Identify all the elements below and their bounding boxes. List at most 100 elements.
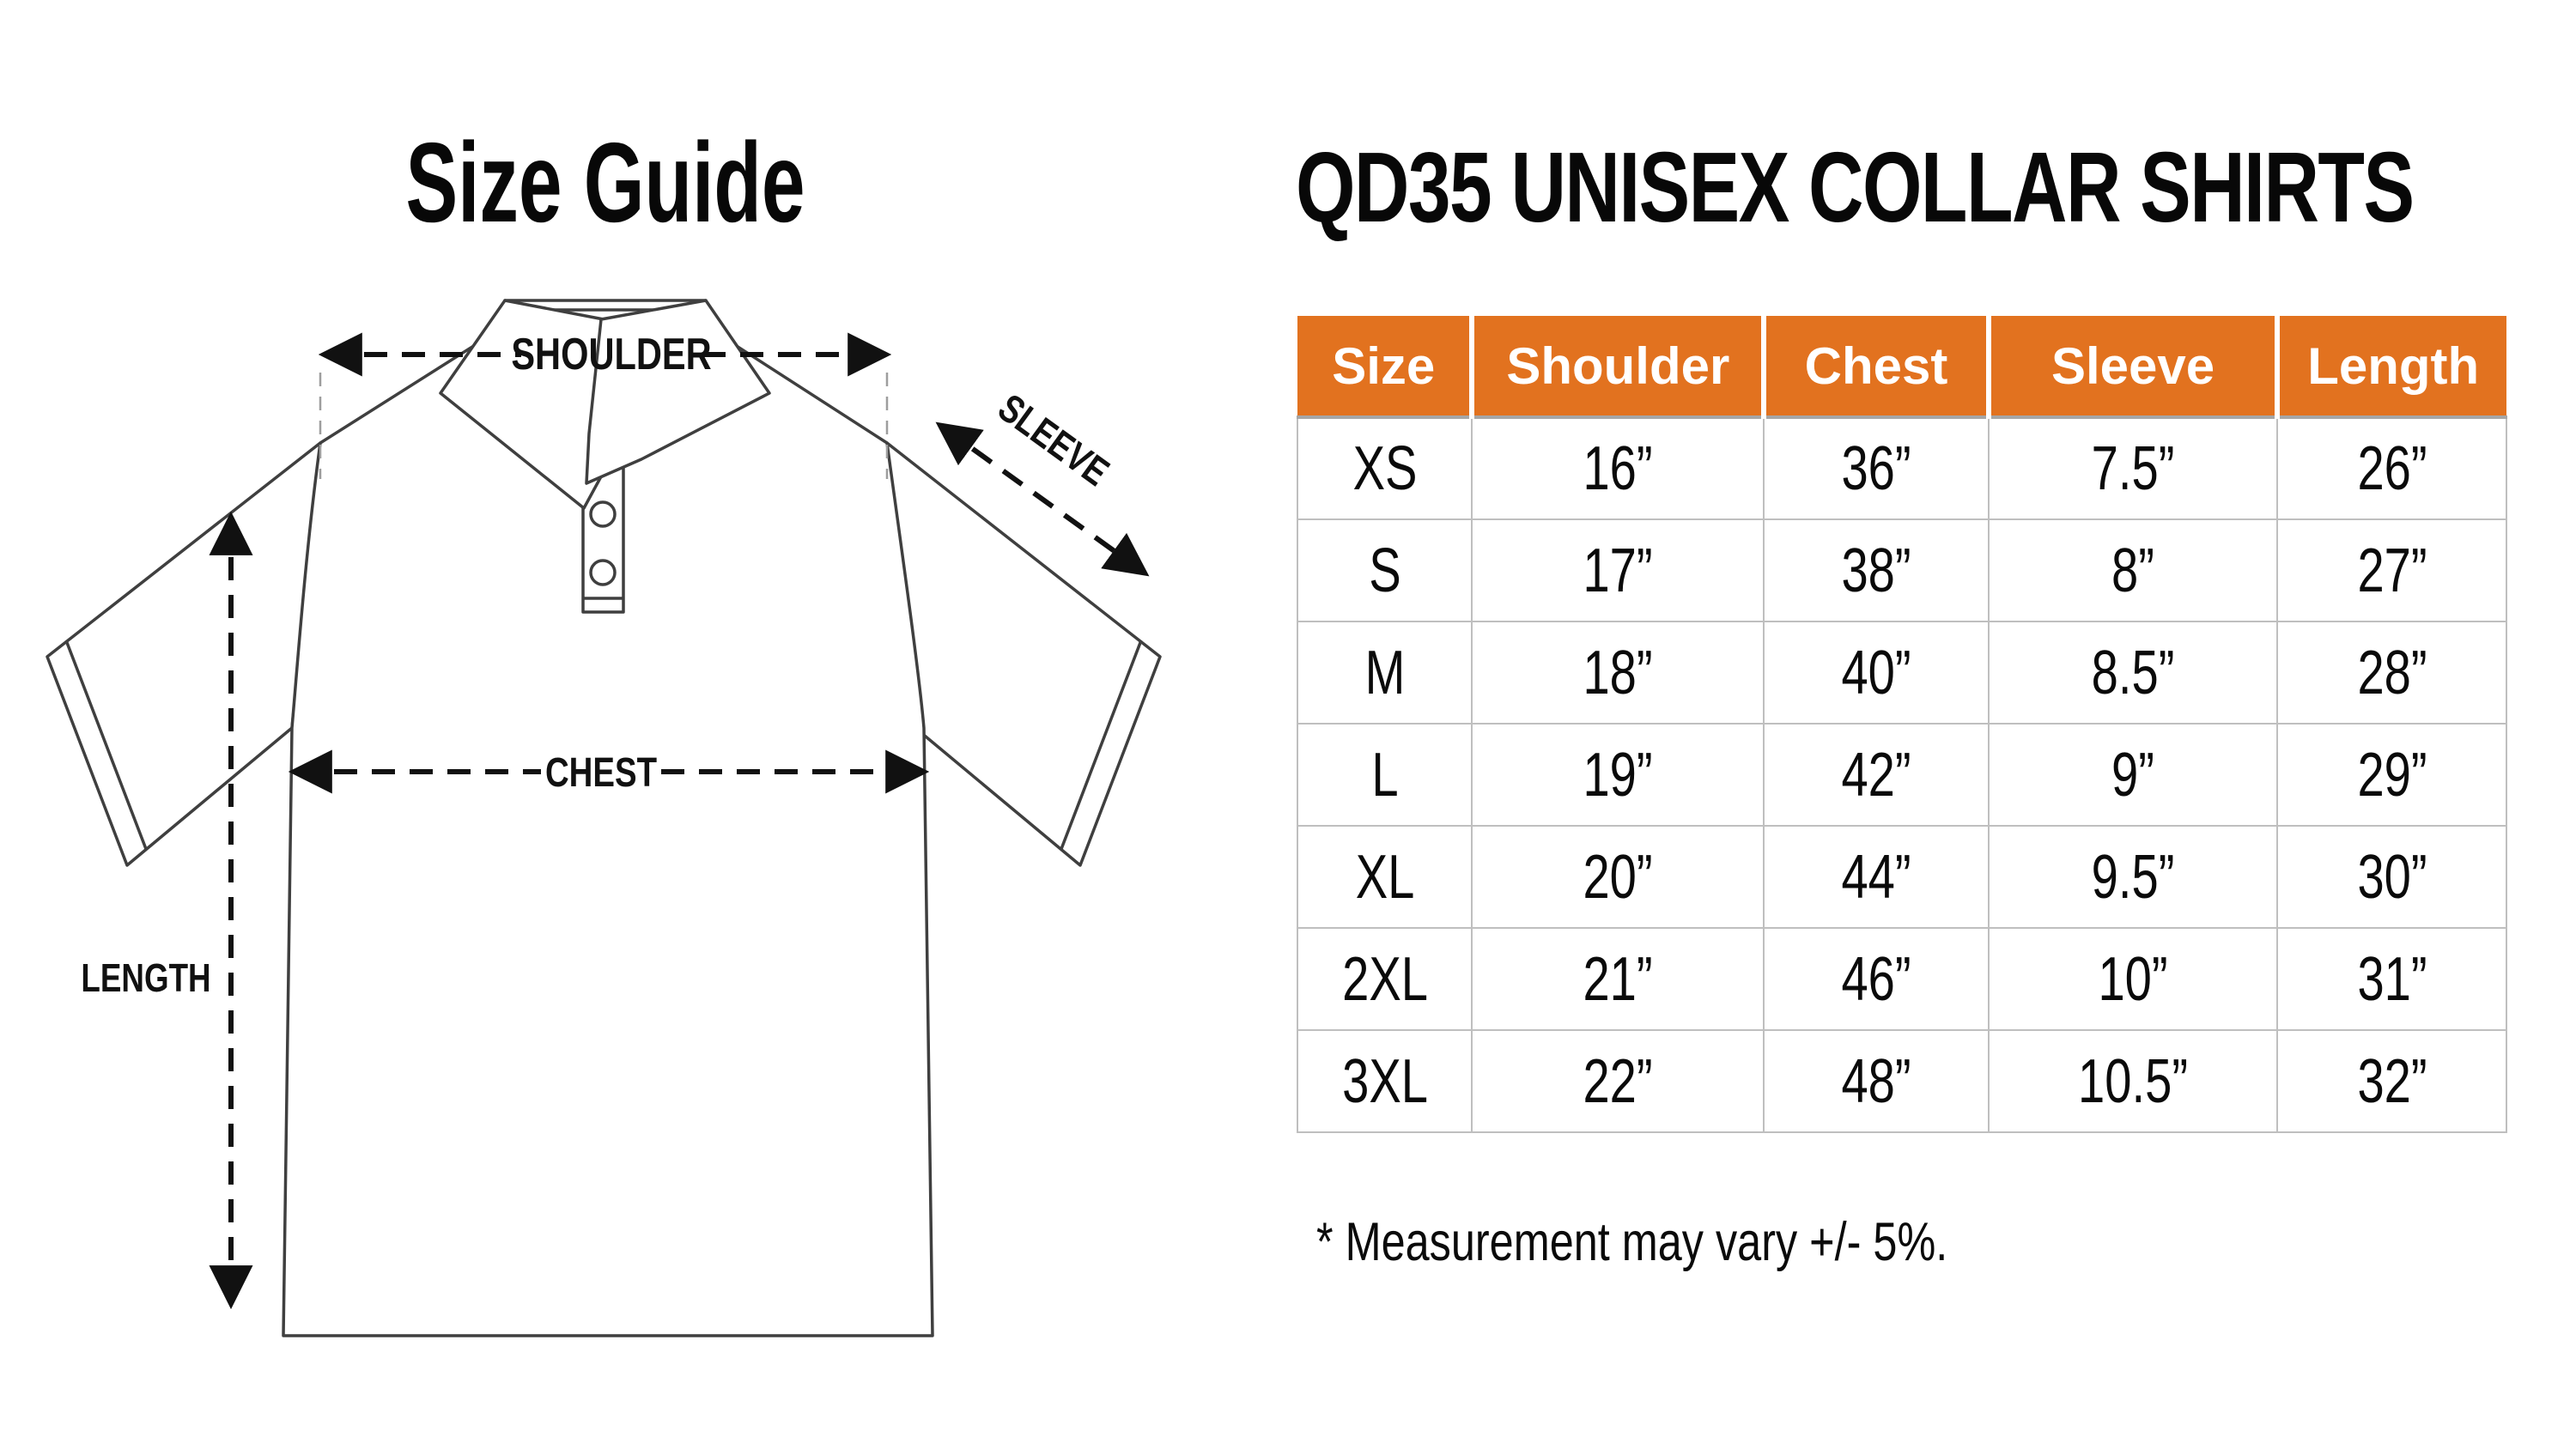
- table-row: 3XL 22” 48” 10.5” 32”: [1296, 1029, 2507, 1133]
- cell-value: 29”: [2357, 740, 2427, 809]
- cell-value: 38”: [1841, 536, 1911, 605]
- left-cuff-line: [64, 640, 148, 850]
- cell-value: 18”: [1583, 638, 1653, 707]
- table-cell: 22”: [1471, 1029, 1765, 1133]
- cell-value: 27”: [2357, 536, 2427, 605]
- table-cell: 48”: [1763, 1029, 1990, 1133]
- chest-label: CHEST: [545, 750, 658, 796]
- cell-value: 17”: [1583, 536, 1653, 605]
- table-cell: 7.5”: [1987, 416, 2279, 520]
- table-cell: 31”: [2276, 927, 2507, 1031]
- cell-value: XS: [1352, 434, 1418, 503]
- cell-value: 9.5”: [2091, 842, 2175, 912]
- cell-value: S: [1368, 536, 1401, 605]
- shirt-measurement-diagram: Size Guide: [46, 119, 1162, 1337]
- table-cell: 40”: [1763, 621, 1990, 724]
- cell-value: 31”: [2357, 944, 2427, 1014]
- shoulder-label: SHOULDER: [511, 329, 711, 379]
- column-header: Size: [1297, 316, 1473, 419]
- cell-value: 30”: [2357, 842, 2427, 912]
- table-cell: XS: [1296, 416, 1473, 520]
- table-cell: 30”: [2276, 825, 2507, 929]
- table-cell: 8”: [1987, 518, 2279, 622]
- cell-value: 10.5”: [2078, 1046, 2189, 1116]
- cell-value: 22”: [1583, 1046, 1653, 1116]
- table-cell: 16”: [1471, 416, 1765, 520]
- polo-shirt-outline-icon: [46, 299, 1162, 1337]
- table-cell: 42”: [1763, 723, 1990, 827]
- cell-value: 10”: [2098, 944, 2168, 1014]
- table-cell: 32”: [2276, 1029, 2507, 1133]
- button-middle: [589, 500, 617, 528]
- table-cell: 38”: [1763, 518, 1990, 622]
- cell-value: 2XL: [1341, 944, 1428, 1014]
- table-row: M 18” 40” 8.5” 28”: [1296, 621, 2507, 724]
- table-row: XL 20” 44” 9.5” 30”: [1296, 825, 2507, 929]
- table-row: S 17” 38” 8” 27”: [1296, 518, 2507, 622]
- cell-value: 7.5”: [2091, 434, 2175, 503]
- cell-value: 19”: [1583, 740, 1653, 809]
- size-table-body: XS 16” 36” 7.5” 26” S 17” 38” 8” 27” M 18” 40” 8.5” 28…: [1296, 416, 2507, 1133]
- table-cell: 10.5”: [1987, 1029, 2279, 1133]
- table-cell: 27”: [2276, 518, 2507, 622]
- table-row: XS 16” 36” 7.5” 26”: [1296, 416, 2507, 520]
- table-cell: 2XL: [1296, 927, 1473, 1031]
- table-cell: 8.5”: [1987, 621, 2279, 724]
- cell-value: 46”: [1841, 944, 1911, 1014]
- size-guide-title: Size Guide: [406, 119, 805, 246]
- cell-value: 36”: [1841, 434, 1911, 503]
- table-cell: 9.5”: [1987, 825, 2279, 929]
- cell-value: L: [1371, 740, 1399, 809]
- shoulder-dimension-arrow: SHOULDER: [318, 329, 892, 379]
- table-cell: 36”: [1763, 416, 1990, 520]
- table-row: L 19” 42” 9” 29”: [1296, 723, 2507, 827]
- table-cell: 19”: [1471, 723, 1765, 827]
- column-header: Shoulder: [1469, 316, 1765, 419]
- chest-dimension-arrow: CHEST: [288, 749, 930, 796]
- table-cell: S: [1296, 518, 1473, 622]
- cell-value: 8”: [2111, 536, 2155, 605]
- length-dimension-arrow: LENGTH: [81, 511, 253, 1310]
- column-header: Sleeve: [1985, 316, 2278, 419]
- cell-value: 9”: [2111, 740, 2155, 809]
- right-cuff-line: [1060, 640, 1143, 850]
- cell-value: 28”: [2357, 638, 2427, 707]
- cell-value: 44”: [1841, 842, 1911, 912]
- cell-value: 20”: [1583, 842, 1653, 912]
- shirt-body: [282, 324, 934, 1337]
- table-cell: 17”: [1471, 518, 1765, 622]
- cell-value: M: [1364, 638, 1406, 707]
- cell-value: 42”: [1841, 740, 1911, 809]
- button-bottom: [589, 559, 617, 586]
- measurement-footnote: * Measurement may vary +/- 5%.: [1316, 1212, 1948, 1272]
- table-cell: 46”: [1763, 927, 1990, 1031]
- right-sleeve: [885, 441, 1162, 867]
- length-label: LENGTH: [81, 955, 210, 1000]
- cell-value: XL: [1355, 842, 1415, 912]
- product-title: QD35 UNISEX COLLAR SHIRTS: [1296, 131, 2415, 243]
- column-header: Length: [2275, 316, 2506, 419]
- cell-value: 8.5”: [2091, 638, 2175, 707]
- cell-value: 48”: [1841, 1046, 1911, 1116]
- cell-value: 40”: [1841, 638, 1911, 707]
- column-header: Chest: [1761, 316, 1989, 419]
- table-cell: 18”: [1471, 621, 1765, 724]
- table-cell: 3XL: [1296, 1029, 1473, 1133]
- table-row: 2XL 21” 46” 10” 31”: [1296, 927, 2507, 1031]
- cell-value: 21”: [1583, 944, 1653, 1014]
- cell-value: 16”: [1583, 434, 1653, 503]
- collar-right-flap: [585, 299, 771, 485]
- table-cell: 44”: [1763, 825, 1990, 929]
- table-cell: 20”: [1471, 825, 1765, 929]
- table-cell: 26”: [2276, 416, 2507, 520]
- table-cell: L: [1296, 723, 1473, 827]
- table-cell: 9”: [1987, 723, 2279, 827]
- table-cell: M: [1296, 621, 1473, 724]
- table-cell: XL: [1296, 825, 1473, 929]
- table-cell: 29”: [2276, 723, 2507, 827]
